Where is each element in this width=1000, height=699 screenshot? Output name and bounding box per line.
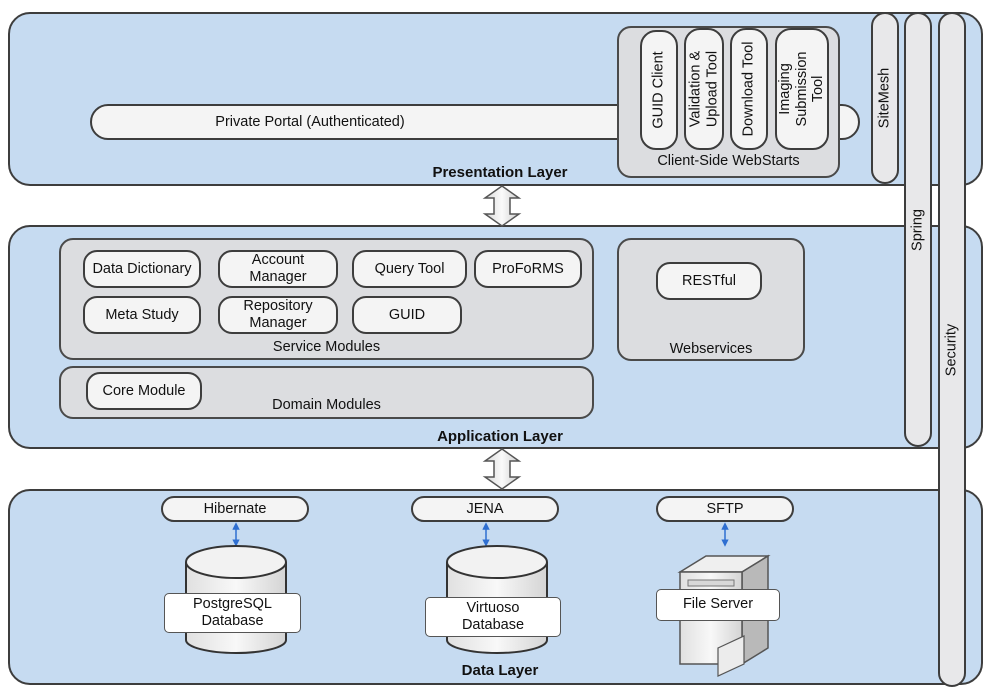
application-data-arrow [482, 448, 522, 490]
domain-modules-title: Domain Modules [272, 397, 381, 413]
security-label: Security [943, 323, 960, 376]
imaging-submission-tool: Imaging Submission Tool [775, 28, 829, 150]
download-tool: Download Tool [730, 28, 768, 150]
client-side-webstarts-title: Client-Side WebStarts [657, 153, 800, 169]
security-bar: Security [938, 12, 966, 687]
hibernate-pill: Hibernate [161, 496, 309, 522]
validation-upload-tool: Validation & Upload Tool [684, 28, 724, 150]
module-core: Core Module [86, 372, 202, 410]
application-layer-title: Application Layer [437, 428, 563, 445]
module-repository-manager: Repository Manager [218, 296, 338, 334]
file-server-label: File Server [656, 589, 780, 621]
webservices-title: Webservices [669, 341, 753, 357]
spring-label: Spring [909, 208, 926, 251]
sftp-pill: SFTP [656, 496, 794, 522]
module-account-manager: Account Manager [218, 250, 338, 288]
module-restful: RESTful [656, 262, 762, 300]
virtuoso-database-label: Virtuoso Database [425, 597, 561, 637]
jena-pill: JENA [411, 496, 559, 522]
sitemesh-bar: SiteMesh [871, 12, 899, 184]
presentation-layer-title: Presentation Layer [432, 164, 568, 181]
guid-client-tool: GUID Client [640, 30, 678, 150]
data-layer-title: Data Layer [461, 662, 539, 679]
module-proforms: ProFoRMS [474, 250, 582, 288]
module-meta-study: Meta Study [83, 296, 201, 334]
postgresql-database-label: PostgreSQL Database [164, 593, 301, 633]
presentation-application-arrow [482, 185, 522, 227]
module-query-tool: Query Tool [352, 250, 467, 288]
sitemesh-label: SiteMesh [876, 67, 893, 129]
spring-bar: Spring [904, 12, 932, 447]
module-guid: GUID [352, 296, 462, 334]
service-modules-title: Service Modules [272, 339, 381, 355]
module-data-dictionary: Data Dictionary [83, 250, 201, 288]
